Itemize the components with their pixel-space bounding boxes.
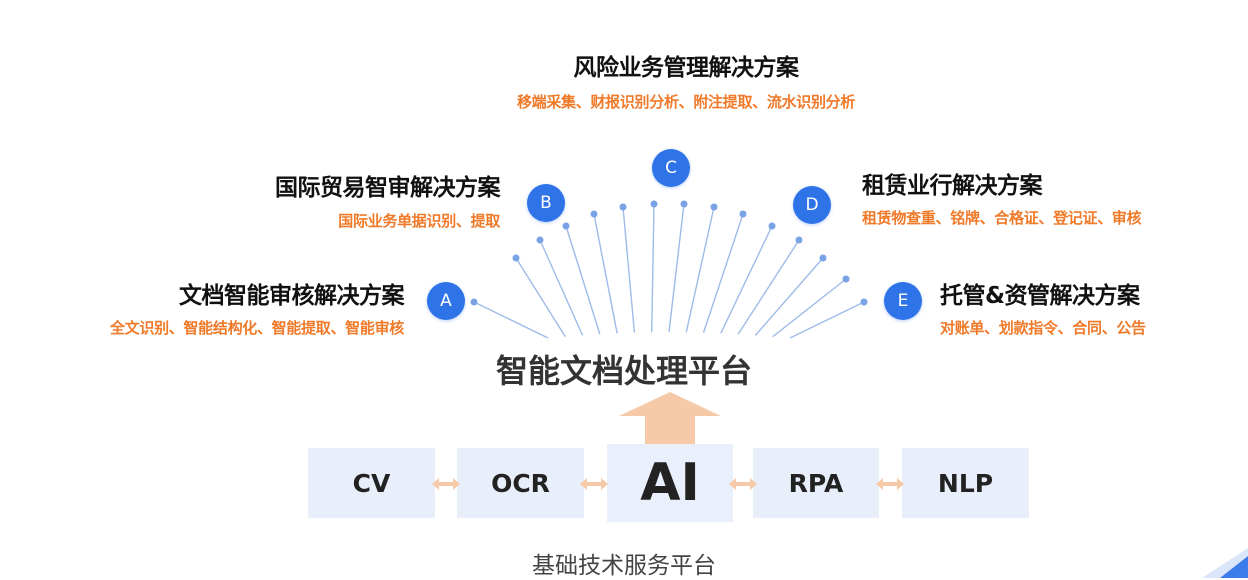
solution-b-title: 国际贸易智审解决方案 xyxy=(275,175,501,201)
ray-line xyxy=(668,203,685,333)
ray-line xyxy=(685,206,715,333)
double-arrow-icon xyxy=(580,478,608,490)
ray-dot xyxy=(512,254,520,262)
tech-label-ocr: OCR xyxy=(491,468,550,498)
ray-line xyxy=(651,203,655,333)
ray-dot xyxy=(650,200,658,208)
solution-e-desc: 对账单、划款指令、合同、公告 xyxy=(940,319,1146,337)
badge-e: E xyxy=(884,282,922,320)
badge-c: C xyxy=(652,149,690,187)
solution-c-title: 风险业务管理解决方案 xyxy=(573,55,800,81)
ray-line xyxy=(702,213,744,333)
solution-a-title: 文档智能审核解决方案 xyxy=(179,283,405,309)
ray-line xyxy=(473,301,549,339)
solution-d-title: 租赁业行解决方案 xyxy=(862,173,1043,199)
solution-a-desc: 全文识别、智能结构化、智能提取、智能审核 xyxy=(109,319,404,337)
solution-c-desc: 移端采集、财报识别分析、附注提取、流水识别分析 xyxy=(516,93,856,111)
tech-box-cv: CV xyxy=(308,448,435,518)
ray-dot xyxy=(768,222,776,230)
tech-label-ai: AI xyxy=(640,453,700,513)
ray-dot xyxy=(860,298,868,306)
base-platform-title: 基础技术服务平台 xyxy=(532,553,716,579)
ray-dot xyxy=(590,210,598,218)
tech-box-nlp: NLP xyxy=(902,448,1029,518)
tech-box-ai: AI xyxy=(607,444,733,522)
ray-dot xyxy=(562,222,570,230)
badge-b: B xyxy=(527,184,565,222)
tech-box-rpa: RPA xyxy=(753,448,879,518)
double-arrow-icon xyxy=(729,478,757,490)
corner-decoration xyxy=(1202,548,1248,578)
ray-line xyxy=(754,257,824,336)
ray-line xyxy=(593,213,618,334)
ray-line xyxy=(622,206,636,333)
ray-dot xyxy=(739,210,747,218)
tech-label-nlp: NLP xyxy=(937,468,994,498)
ray-line xyxy=(565,225,601,335)
platform-title: 智能文档处理平台 xyxy=(495,352,752,390)
ray-dot xyxy=(710,203,718,211)
double-arrow-icon xyxy=(876,478,904,490)
badge-d: D xyxy=(793,186,831,224)
ray-dot xyxy=(536,236,544,244)
ray-line xyxy=(772,278,847,338)
ray-dot xyxy=(819,254,827,262)
ray-line xyxy=(737,239,800,335)
ray-dot xyxy=(842,275,850,283)
solution-d-desc: 租赁物查重、铭牌、合格证、登记证、审核 xyxy=(862,209,1142,227)
solution-e-title: 托管&资管解决方案 xyxy=(940,283,1140,309)
ray-dot xyxy=(619,203,627,211)
ray-line xyxy=(539,239,584,336)
tech-label-rpa: RPA xyxy=(788,468,844,498)
double-arrow-icon xyxy=(432,478,460,490)
tech-label-cv: CV xyxy=(352,468,391,498)
ray-line xyxy=(720,225,773,334)
ray-line xyxy=(789,301,865,339)
solution-b-desc: 国际业务单据识别、提取 xyxy=(338,212,500,230)
ray-dot xyxy=(795,236,803,244)
tech-box-ocr: OCR xyxy=(457,448,584,518)
ray-dot xyxy=(470,298,478,306)
badge-a: A xyxy=(427,282,465,320)
up-arrow-icon xyxy=(619,392,721,444)
ray-dot xyxy=(680,200,688,208)
ray-line xyxy=(515,257,566,338)
